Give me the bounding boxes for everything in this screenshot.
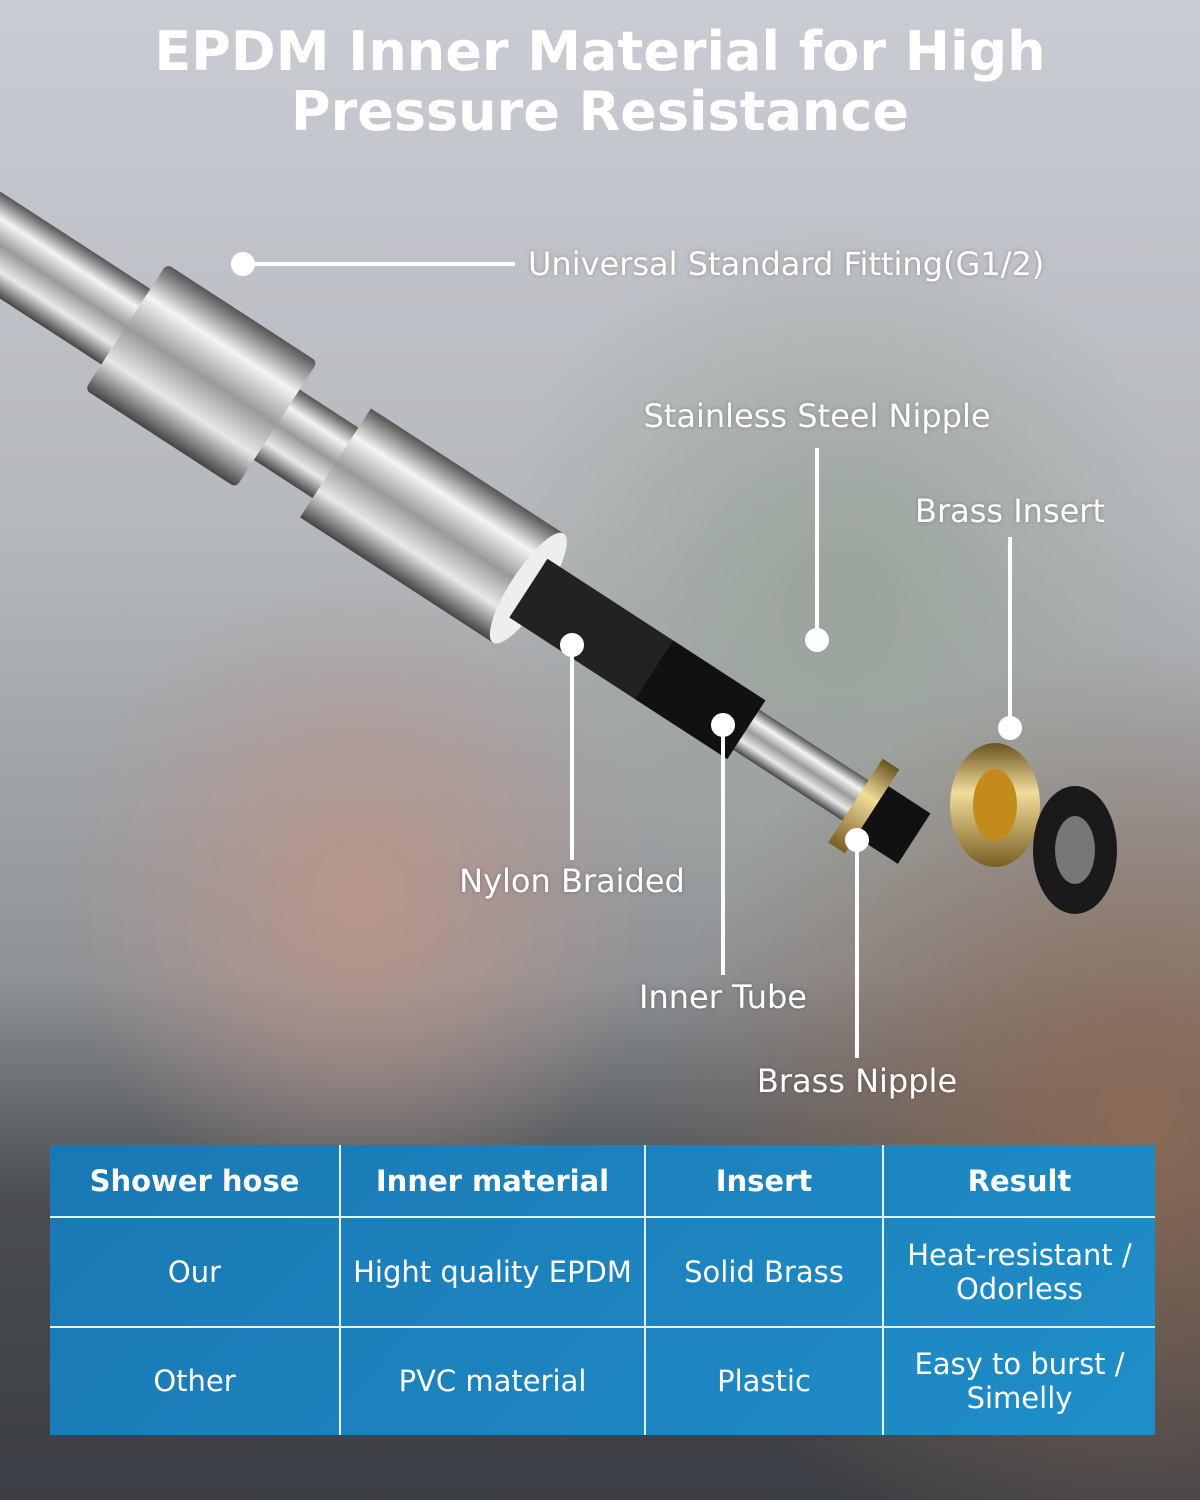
page-title: EPDM Inner Material for High Pressure Re…	[154, 20, 1046, 143]
brass-nipple	[828, 758, 900, 854]
sleeve	[300, 408, 564, 643]
table-cell: Our	[50, 1216, 341, 1328]
comparison-table: Shower hose Inner material Insert Result…	[50, 1145, 1155, 1435]
callout-inner-tube: Inner Tube	[639, 978, 807, 1016]
fitting-nut	[87, 266, 316, 486]
table-cell: Hight quality EPDM	[339, 1216, 646, 1328]
metal-hose	[0, 98, 159, 370]
callout-stainless-nipple: Stainless Steel Nipple	[643, 397, 991, 435]
callout-fitting: Universal Standard Fitting(G1/2)	[528, 245, 1045, 283]
table-cell: Solid Brass	[644, 1216, 884, 1328]
callout-nylon-braided: Nylon Braided	[459, 862, 685, 900]
table-row: Our Hight quality EPDM Solid Brass Heat-…	[50, 1216, 1155, 1328]
table-cell: Other	[50, 1325, 341, 1435]
table-cell: PVC material	[339, 1325, 646, 1435]
header-cell: Shower hose	[50, 1145, 341, 1218]
table-cell: Plastic	[644, 1325, 884, 1435]
header-cell: Result	[882, 1145, 1155, 1218]
table-cell: Heat-resistant / Odorless	[882, 1216, 1155, 1328]
callout-brass-insert: Brass Insert	[914, 492, 1106, 530]
steel-nipple	[733, 709, 869, 821]
table-cell: Easy to burst / Simelly	[882, 1325, 1155, 1435]
hose-assembly	[0, 98, 931, 864]
table-row: Other PVC material Plastic Easy to burst…	[50, 1325, 1155, 1435]
callout-brass-nipple: Brass Nipple	[756, 1062, 958, 1100]
header-cell: Inner material	[339, 1145, 646, 1218]
header-cell: Insert	[644, 1145, 884, 1218]
callout-lines	[231, 252, 1022, 1058]
table-header-row: Shower hose Inner material Insert Result	[50, 1145, 1155, 1218]
